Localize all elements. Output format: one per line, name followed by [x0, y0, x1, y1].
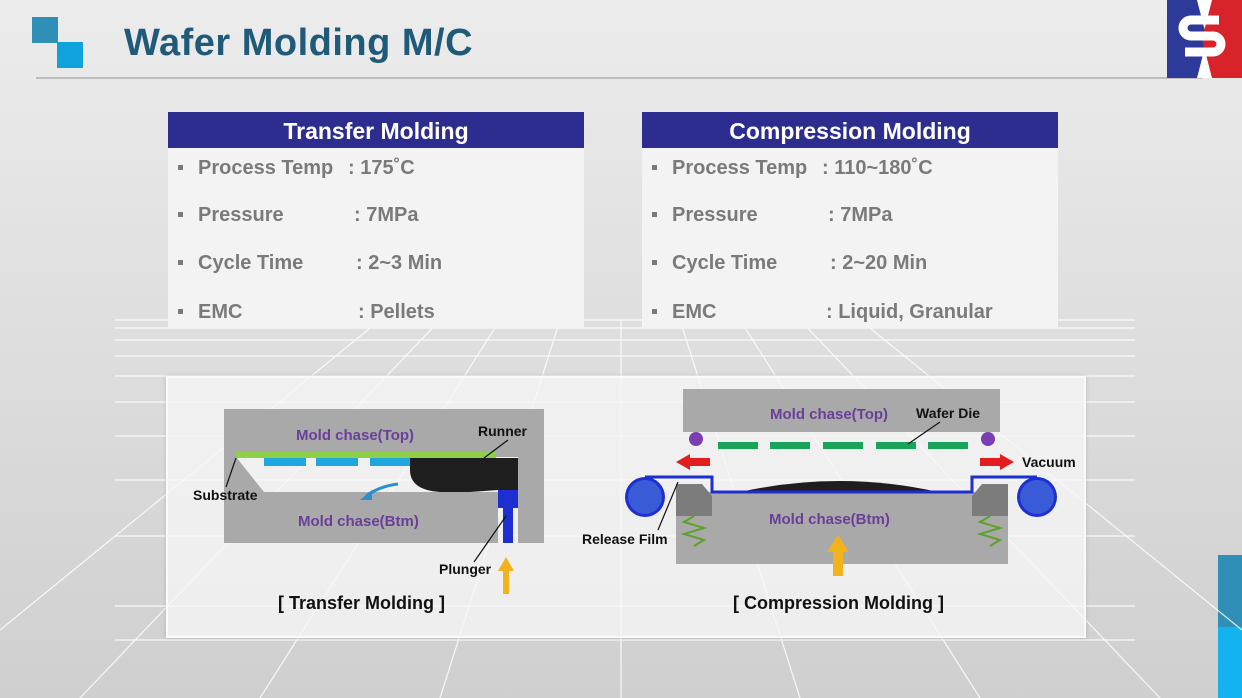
film-roller-right-inner	[1020, 480, 1054, 514]
clamp-left	[676, 484, 712, 516]
spring-right-icon	[976, 515, 1004, 547]
die-block	[264, 458, 306, 466]
bullet-icon	[652, 260, 657, 265]
title-divider	[36, 77, 1202, 79]
spec-label: Cycle Time	[198, 252, 304, 274]
plunger-pointer	[473, 515, 507, 563]
bullet-icon	[652, 212, 657, 217]
wafer-die	[770, 442, 810, 449]
substrate-label: Substrate	[193, 487, 258, 503]
wafer-die	[876, 442, 916, 449]
spring-left-icon	[680, 515, 708, 547]
die-block	[316, 458, 358, 466]
spec-value: : 175˚C	[348, 157, 415, 179]
flow-arrow-head-icon	[360, 490, 372, 500]
compression-molding-card: Compression Molding Process Temp : 110~1…	[642, 112, 1058, 328]
bullet-icon	[178, 309, 183, 314]
die-block	[370, 458, 412, 466]
runner-pointer	[483, 439, 509, 459]
wafer-die	[718, 442, 758, 449]
spec-label: Process Temp	[672, 157, 808, 179]
spec-value: : 2~3 Min	[356, 252, 443, 274]
vacuum-ball-right	[981, 432, 995, 446]
release-film-pointer	[657, 481, 679, 531]
wafer-die	[823, 442, 863, 449]
transfer-diagram: Mold chase(Top) Mold chase(Btm) Runner S…	[193, 409, 544, 594]
spec-label: EMC	[672, 301, 717, 323]
spec-value: : 7MPa	[354, 204, 419, 226]
accent-bar-top	[1218, 555, 1242, 627]
film-roller-left-inner	[628, 480, 662, 514]
spec-value: : Pellets	[358, 301, 435, 323]
wafer-die	[928, 442, 968, 449]
transfer-mold-side	[518, 457, 544, 543]
release-film-label: Release Film	[582, 531, 668, 547]
transfer-molding-card: Transfer Molding Process Temp : 175˚C Pr…	[168, 112, 584, 328]
spec-label: Cycle Time	[672, 252, 778, 274]
substrate-strip	[236, 452, 496, 458]
right-arrow-icon	[980, 454, 1014, 470]
transfer-mold-top-label: Mold chase(Top)	[296, 427, 414, 444]
spec-value: : Liquid, Granular	[826, 301, 993, 323]
spec-label: Pressure	[672, 204, 758, 226]
up-arrow-icon	[498, 557, 514, 594]
up-arrow-icon	[827, 535, 849, 576]
logo-square-light	[57, 42, 83, 68]
spec-label: EMC	[198, 301, 243, 323]
bullet-icon	[178, 260, 183, 265]
logo-square-dark	[32, 17, 58, 43]
plunger-label: Plunger	[439, 561, 492, 577]
transfer-mold-btm-label: Mold chase(Btm)	[298, 513, 419, 530]
card-heading: Transfer Molding	[168, 112, 584, 148]
compression-mold-btm-label: Mold chase(Btm)	[769, 511, 890, 528]
compression-caption: [ Compression Molding ]	[733, 593, 944, 613]
spec-value: : 2~20 Min	[830, 252, 928, 274]
vacuum-ball-left	[689, 432, 703, 446]
card-heading: Compression Molding	[642, 112, 1058, 148]
plunger-cavity	[498, 490, 518, 508]
runner-label: Runner	[478, 423, 528, 439]
compression-mold-top-label: Mold chase(Top)	[770, 406, 888, 423]
spec-label: Process Temp	[198, 157, 334, 179]
bullet-icon	[178, 165, 183, 170]
bullet-icon	[652, 165, 657, 170]
spec-value: : 7MPa	[828, 204, 893, 226]
company-logo	[1167, 0, 1242, 78]
accent-bar-bottom	[1218, 627, 1242, 698]
spec-value: : 110~180˚C	[822, 157, 933, 179]
spec-label: Pressure	[198, 204, 284, 226]
wafer-die-label: Wafer Die	[916, 405, 980, 421]
bullet-icon	[178, 212, 183, 217]
substrate-pointer	[225, 457, 237, 488]
vacuum-label: Vacuum	[1022, 454, 1076, 470]
wafer-die-pointer	[907, 421, 941, 445]
release-film	[645, 475, 1037, 494]
clamp-right	[972, 484, 1008, 516]
compound-dome	[740, 481, 938, 492]
compression-mold-top	[683, 389, 1000, 432]
page-title: Wafer Molding M/C	[124, 22, 474, 64]
left-arrow-icon	[676, 454, 710, 470]
transfer-mold-top	[224, 409, 544, 457]
transfer-caption: [ Transfer Molding ]	[278, 593, 445, 613]
plunger-rod	[503, 508, 513, 543]
runner-compound	[410, 458, 518, 492]
compression-diagram: Vacuum Wafer Die Mold chase(Top) Mold ch…	[582, 389, 1076, 576]
bullet-icon	[652, 309, 657, 314]
